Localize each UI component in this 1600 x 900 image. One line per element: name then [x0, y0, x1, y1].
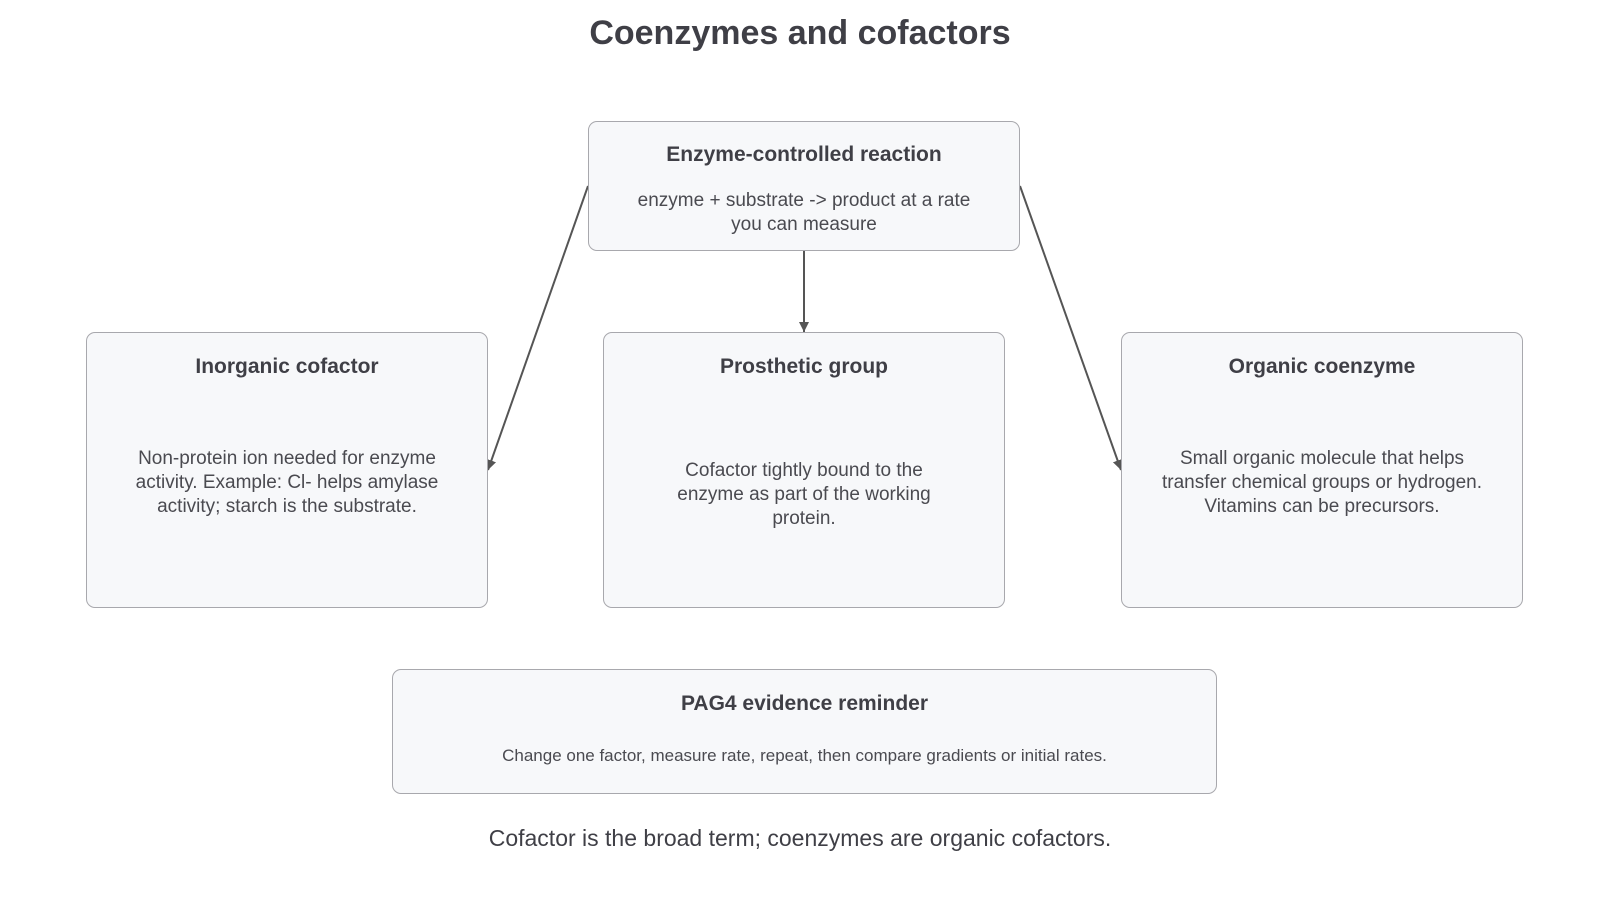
edge-reaction-to-organic [1019, 185, 1123, 471]
node-body: Cofactor tightly bound to the enzyme as … [677, 460, 931, 529]
node-title: Enzyme-controlled reaction [666, 143, 942, 166]
node-enzyme-controlled-reaction: Enzyme-controlled reaction enzyme + subs… [588, 121, 1020, 251]
node-body: Change one factor, measure rate, repeat,… [502, 746, 1107, 765]
node-title: PAG4 evidence reminder [680, 692, 929, 715]
node-inorganic-cofactor: Inorganic cofactor Non-protein ion neede… [86, 332, 488, 608]
node-body: Non-protein ion needed for enzyme activi… [135, 448, 439, 517]
node-title: Organic coenzyme [1228, 355, 1416, 378]
node-title: Inorganic cofactor [195, 355, 379, 378]
node-body: Small organic molecule that helps transf… [1162, 448, 1482, 517]
edge-reaction-to-inorganic [486, 185, 589, 471]
node-body: enzyme + substrate -> product at a rate … [637, 190, 971, 235]
node-organic-coenzyme: Organic coenzyme Small organic molecule … [1121, 332, 1523, 608]
diagram-title: Coenzymes and cofactors [589, 14, 1011, 52]
footnote: Cofactor is the broad term; coenzymes ar… [488, 825, 1112, 851]
node-pag4-evidence-reminder: PAG4 evidence reminder Change one factor… [392, 669, 1217, 794]
node-title: Prosthetic group [719, 355, 888, 378]
node-prosthetic-group: Prosthetic group Cofactor tightly bound … [603, 332, 1005, 608]
